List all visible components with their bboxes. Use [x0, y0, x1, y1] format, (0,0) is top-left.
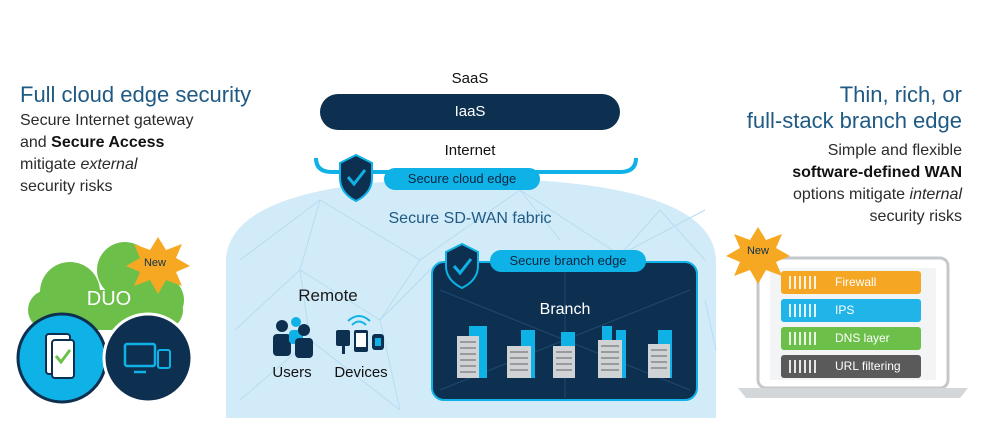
ips-bar: IPS: [781, 299, 921, 322]
software-defined-wan-bold: software-defined WAN: [792, 164, 962, 181]
bars-icon: [789, 276, 819, 289]
mobile-devices-circle-icon: [16, 312, 108, 404]
right-line-2: software-defined WAN: [702, 162, 962, 184]
external-italic: external: [80, 156, 138, 173]
ips-label: IPS: [835, 303, 855, 317]
bars-icon: [789, 332, 819, 345]
left-line-1: Secure Internet gateway: [20, 112, 194, 129]
new-burst-left-icon: [126, 237, 190, 294]
sdwan-fabric-label: Secure SD-WAN fabric: [388, 210, 552, 227]
left-description: Secure Internet gateway and Secure Acces…: [20, 110, 250, 198]
cloud-edge-shield-icon: [339, 153, 373, 203]
branch-edge-shield-icon: [445, 242, 479, 290]
right-line-4: security risks: [869, 208, 962, 225]
secure-branch-edge-pill: Secure branch edge: [490, 250, 646, 272]
devices-label: Devices: [334, 364, 388, 381]
secure-cloud-edge-pill: Secure cloud edge: [384, 168, 540, 190]
internet-label: Internet: [444, 142, 496, 159]
left-line-3: mitigate external: [20, 154, 250, 176]
branch-buildings-icon: [457, 326, 672, 378]
new-badge-left: New: [143, 257, 166, 269]
bars-icon: [789, 360, 819, 373]
duo-label: DUO: [86, 288, 132, 310]
right-heading: Thin, rich, or full-stack branch edge: [662, 82, 962, 134]
left-line-4: security risks: [20, 178, 113, 195]
left-line-3-text: mitigate: [20, 156, 81, 173]
right-heading-line-2: full-stack branch edge: [746, 108, 962, 133]
bars-icon: [789, 304, 819, 317]
right-description: Simple and flexible software-defined WAN…: [702, 140, 962, 228]
right-heading-line-1: Thin, rich, or: [839, 82, 962, 107]
right-line-3: options mitigate internal: [702, 184, 962, 206]
dns-layer-bar: DNS layer: [781, 327, 921, 350]
dns-layer-label: DNS layer: [835, 331, 890, 345]
users-icon: [273, 317, 313, 358]
new-badge-right: New: [746, 245, 769, 257]
url-filtering-bar: URL filtering: [781, 355, 921, 378]
left-heading: Full cloud edge security: [20, 82, 252, 107]
branch-label: Branch: [539, 301, 591, 318]
desktop-circle-icon: [102, 312, 194, 404]
remote-label: Remote: [298, 286, 358, 305]
right-line-1: Simple and flexible: [827, 142, 962, 159]
firewall-bar: Firewall: [781, 271, 921, 294]
left-line-2: and Secure Access: [20, 132, 250, 154]
iaas-pill: IaaS: [320, 94, 620, 130]
saas-label: SaaS: [451, 70, 489, 87]
secure-access-bold: Secure Access: [51, 134, 165, 151]
url-filtering-label: URL filtering: [835, 359, 901, 373]
left-line-2-text: and: [20, 134, 52, 151]
new-burst-right-icon: [726, 227, 790, 284]
users-label: Users: [272, 364, 312, 381]
devices-icon: [336, 315, 384, 354]
internal-italic: internal: [909, 186, 962, 203]
right-line-3-text: options mitigate: [793, 186, 910, 203]
firewall-label: Firewall: [835, 275, 877, 289]
